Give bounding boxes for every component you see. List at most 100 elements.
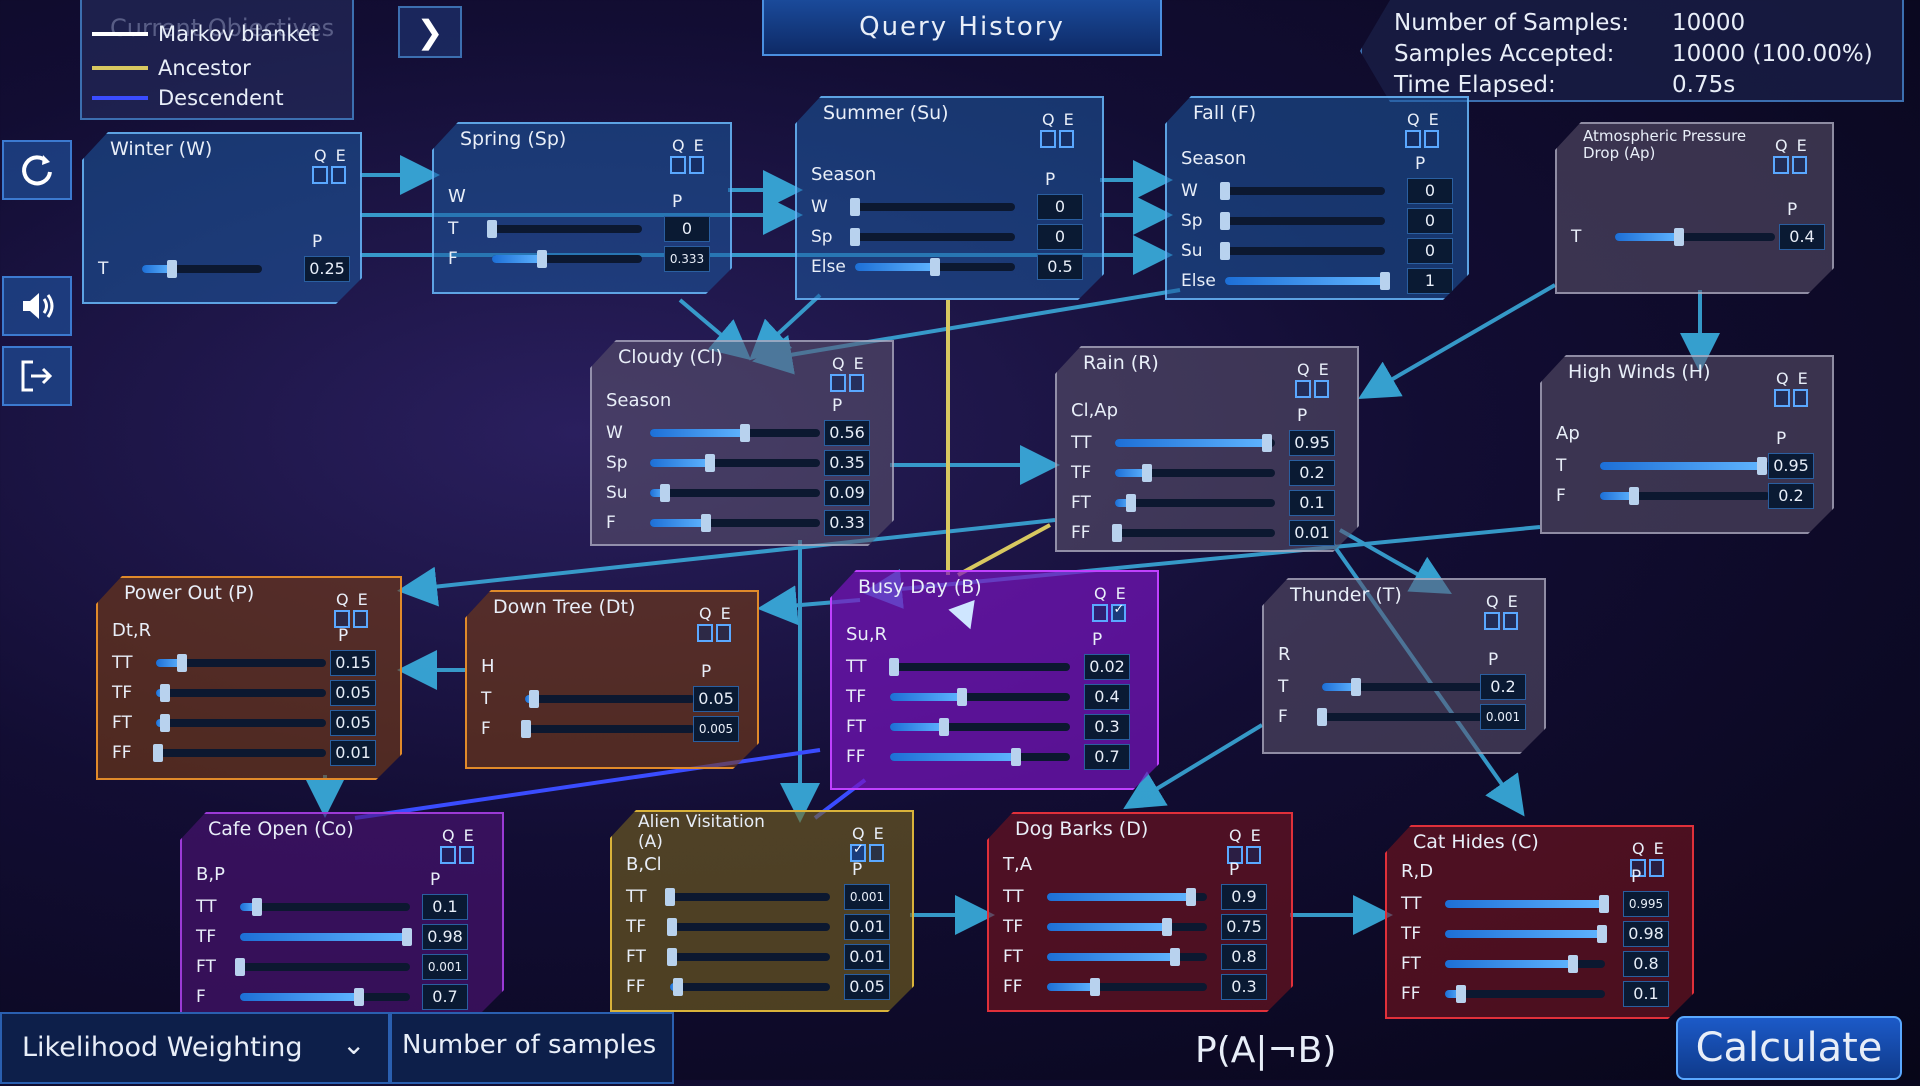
slider-thumb[interactable] [1090,978,1100,996]
query-toggle[interactable] [440,846,456,864]
probability-slider[interactable] [240,903,410,911]
probability-value[interactable]: 0 [1407,238,1453,264]
next-objective-button[interactable]: ❯ [398,6,462,58]
probability-slider[interactable] [650,519,820,527]
probability-slider[interactable] [1047,923,1207,931]
probability-value[interactable]: 0.05 [693,686,739,712]
refresh-button[interactable] [2,140,72,200]
slider-thumb[interactable] [939,718,949,736]
query-toggle[interactable] [697,624,713,642]
probability-value[interactable]: 0 [1407,178,1453,204]
probability-slider[interactable] [1322,713,1492,721]
slider-thumb[interactable] [1126,494,1136,512]
slider-thumb[interactable] [1220,242,1230,260]
slider-thumb[interactable] [167,260,177,278]
probability-slider[interactable] [1615,233,1775,241]
probability-slider[interactable] [890,723,1070,731]
exit-button[interactable] [2,346,72,406]
probability-value[interactable]: 0.2 [1289,460,1335,486]
probability-value[interactable]: 0.33 [824,510,870,536]
probability-value[interactable]: 0.7 [1084,744,1130,770]
query-toggle[interactable] [670,156,686,174]
probability-slider[interactable] [492,255,642,263]
evidence-toggle[interactable] [1649,859,1665,877]
evidence-toggle[interactable] [1792,156,1808,174]
slider-thumb[interactable] [673,978,683,996]
slider-thumb[interactable] [1142,464,1152,482]
probability-value[interactable]: 0.001 [844,884,890,910]
slider-thumb[interactable] [1317,708,1327,726]
query-toggle[interactable] [830,374,846,392]
probability-value[interactable]: 0.2 [1480,674,1526,700]
probability-value[interactable]: 0.2 [1768,483,1814,509]
slider-thumb[interactable] [1674,228,1684,246]
probability-value[interactable]: 0.75 [1221,914,1267,940]
slider-thumb[interactable] [660,484,670,502]
probability-value[interactable]: 0.005 [693,716,739,742]
probability-slider[interactable] [855,263,1015,271]
probability-value[interactable]: 0 [1407,208,1453,234]
probability-slider[interactable] [240,963,410,971]
slider-thumb[interactable] [930,258,940,276]
slider-thumb[interactable] [354,988,364,1006]
probability-value[interactable]: 0.5 [1037,254,1083,280]
slider-thumb[interactable] [1112,524,1122,542]
probability-value[interactable]: 0 [664,216,710,242]
probability-slider[interactable] [650,459,820,467]
probability-value[interactable]: 0.001 [1480,704,1526,730]
probability-value[interactable]: 0.95 [1289,430,1335,456]
query-toggle[interactable] [1040,130,1056,148]
probability-slider[interactable] [1115,439,1275,447]
probability-slider[interactable] [1445,960,1605,968]
probability-value[interactable]: 0.1 [422,894,468,920]
probability-slider[interactable] [670,983,830,991]
probability-value[interactable]: 0 [1037,194,1083,220]
slider-thumb[interactable] [487,220,497,238]
probability-value[interactable]: 0.9 [1221,884,1267,910]
probability-value[interactable]: 1 [1407,268,1453,294]
evidence-toggle[interactable]: ✓ [1111,604,1127,622]
probability-value[interactable]: 0.02 [1084,654,1130,680]
slider-thumb[interactable] [153,744,163,762]
slider-thumb[interactable] [705,454,715,472]
query-history-button[interactable]: Query History [762,0,1162,56]
query-toggle[interactable] [1774,389,1790,407]
probability-value[interactable]: 0.95 [1768,453,1814,479]
probability-value[interactable]: 0.05 [330,680,376,706]
probability-slider[interactable] [855,203,1015,211]
probability-value[interactable]: 0.1 [1289,490,1335,516]
evidence-toggle[interactable] [1793,389,1809,407]
slider-thumb[interactable] [1170,948,1180,966]
slider-thumb[interactable] [521,720,531,738]
slider-thumb[interactable] [1597,925,1607,943]
probability-value[interactable]: 0.333 [664,246,710,272]
probability-slider[interactable] [1047,893,1207,901]
probability-slider[interactable] [142,265,262,273]
probability-value[interactable]: 0 [1037,224,1083,250]
probability-slider[interactable] [650,429,820,437]
probability-slider[interactable] [890,753,1070,761]
evidence-toggle[interactable] [353,610,369,628]
probability-slider[interactable] [1225,187,1385,195]
probability-slider[interactable] [1047,983,1207,991]
slider-thumb[interactable] [252,898,262,916]
probability-value[interactable]: 0.05 [844,974,890,1000]
slider-thumb[interactable] [1186,888,1196,906]
probability-slider[interactable] [1115,469,1275,477]
probability-slider[interactable] [1225,217,1385,225]
evidence-toggle[interactable] [1424,130,1440,148]
slider-thumb[interactable] [177,654,187,672]
slider-thumb[interactable] [740,424,750,442]
probability-value[interactable]: 0.09 [824,480,870,506]
probability-value[interactable]: 0.4 [1084,684,1130,710]
probability-slider[interactable] [670,893,830,901]
probability-value[interactable]: 0.1 [1623,981,1669,1007]
slider-thumb[interactable] [889,658,899,676]
probability-value[interactable]: 0.01 [844,914,890,940]
